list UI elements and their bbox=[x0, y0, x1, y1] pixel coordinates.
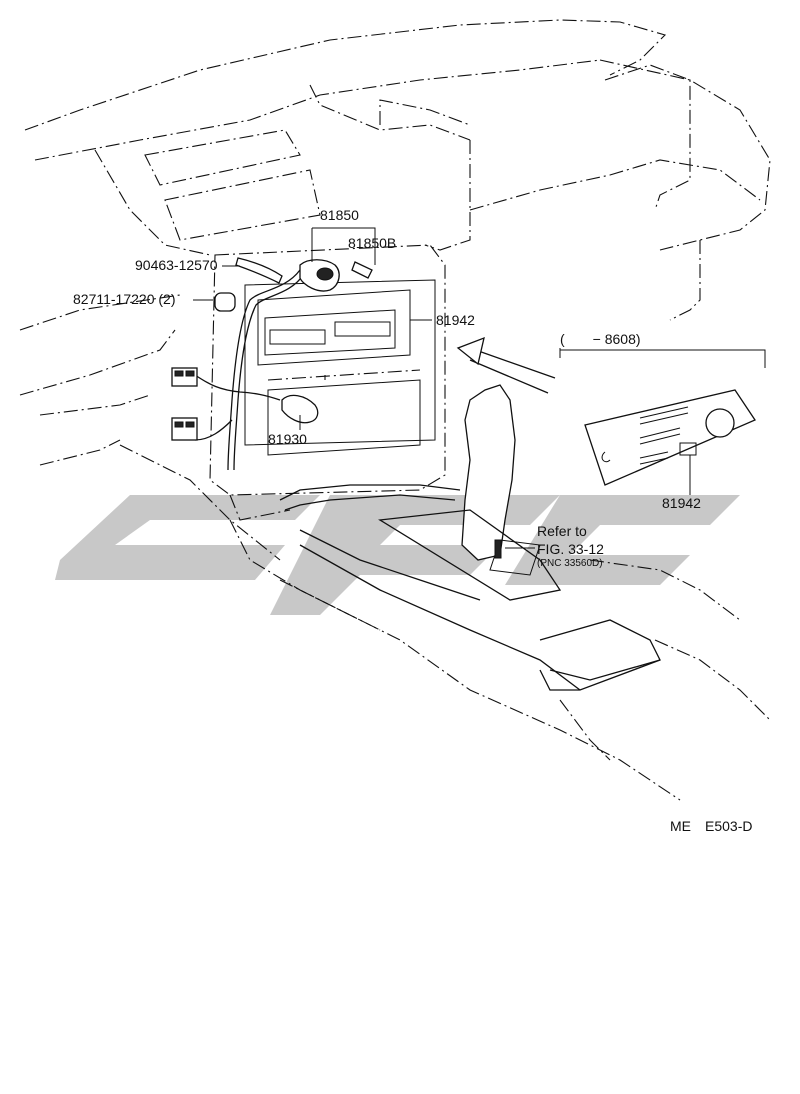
label-81942-main: 81942 bbox=[436, 312, 475, 328]
watermark-logo bbox=[55, 495, 740, 615]
label-82711-17220: 82711-17220 (2) bbox=[73, 291, 175, 307]
wiring-harness bbox=[171, 257, 373, 471]
inset-panel bbox=[559, 348, 766, 495]
label-81942-inset: 81942 bbox=[662, 495, 701, 511]
pointer-arrow bbox=[456, 336, 556, 394]
leader-lines bbox=[193, 227, 535, 549]
label-date-range: ( − 8608) bbox=[560, 331, 641, 347]
part-labels: 81850 81850B 90463-12570 82711-17220 (2)… bbox=[73, 207, 752, 834]
center-console bbox=[209, 244, 446, 521]
label-90463-12570: 90463-12570 bbox=[135, 257, 218, 273]
label-81850: 81850 bbox=[320, 207, 359, 223]
label-pnc-ref: (PNC 33560D) bbox=[537, 558, 603, 569]
dashboard-outline bbox=[19, 19, 771, 801]
label-81930: 81930 bbox=[268, 431, 307, 447]
label-81850b: 81850B bbox=[348, 235, 396, 251]
label-refer-to: Refer to bbox=[537, 523, 587, 539]
label-fig-ref: FIG. 33-12 bbox=[537, 541, 604, 557]
shift-area bbox=[229, 384, 661, 691]
label-figure-code: ME E503-D bbox=[670, 818, 752, 834]
